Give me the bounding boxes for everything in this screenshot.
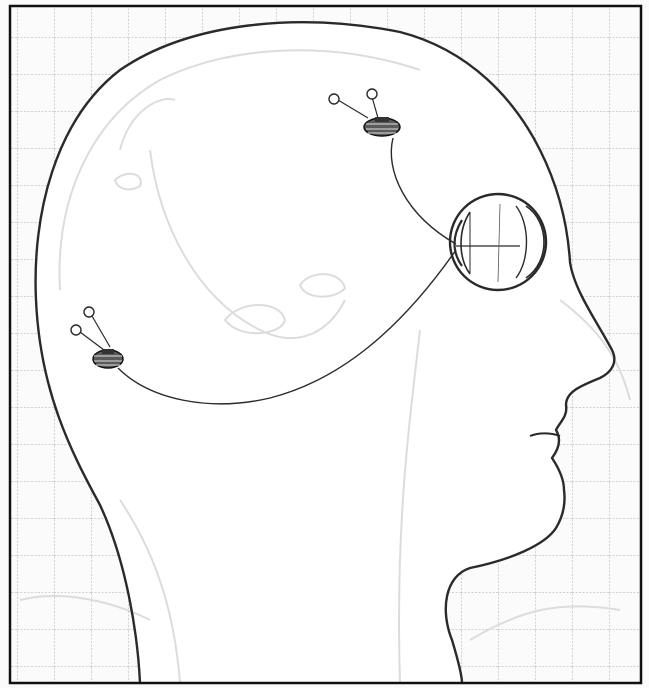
eyeball-icon	[450, 194, 546, 290]
